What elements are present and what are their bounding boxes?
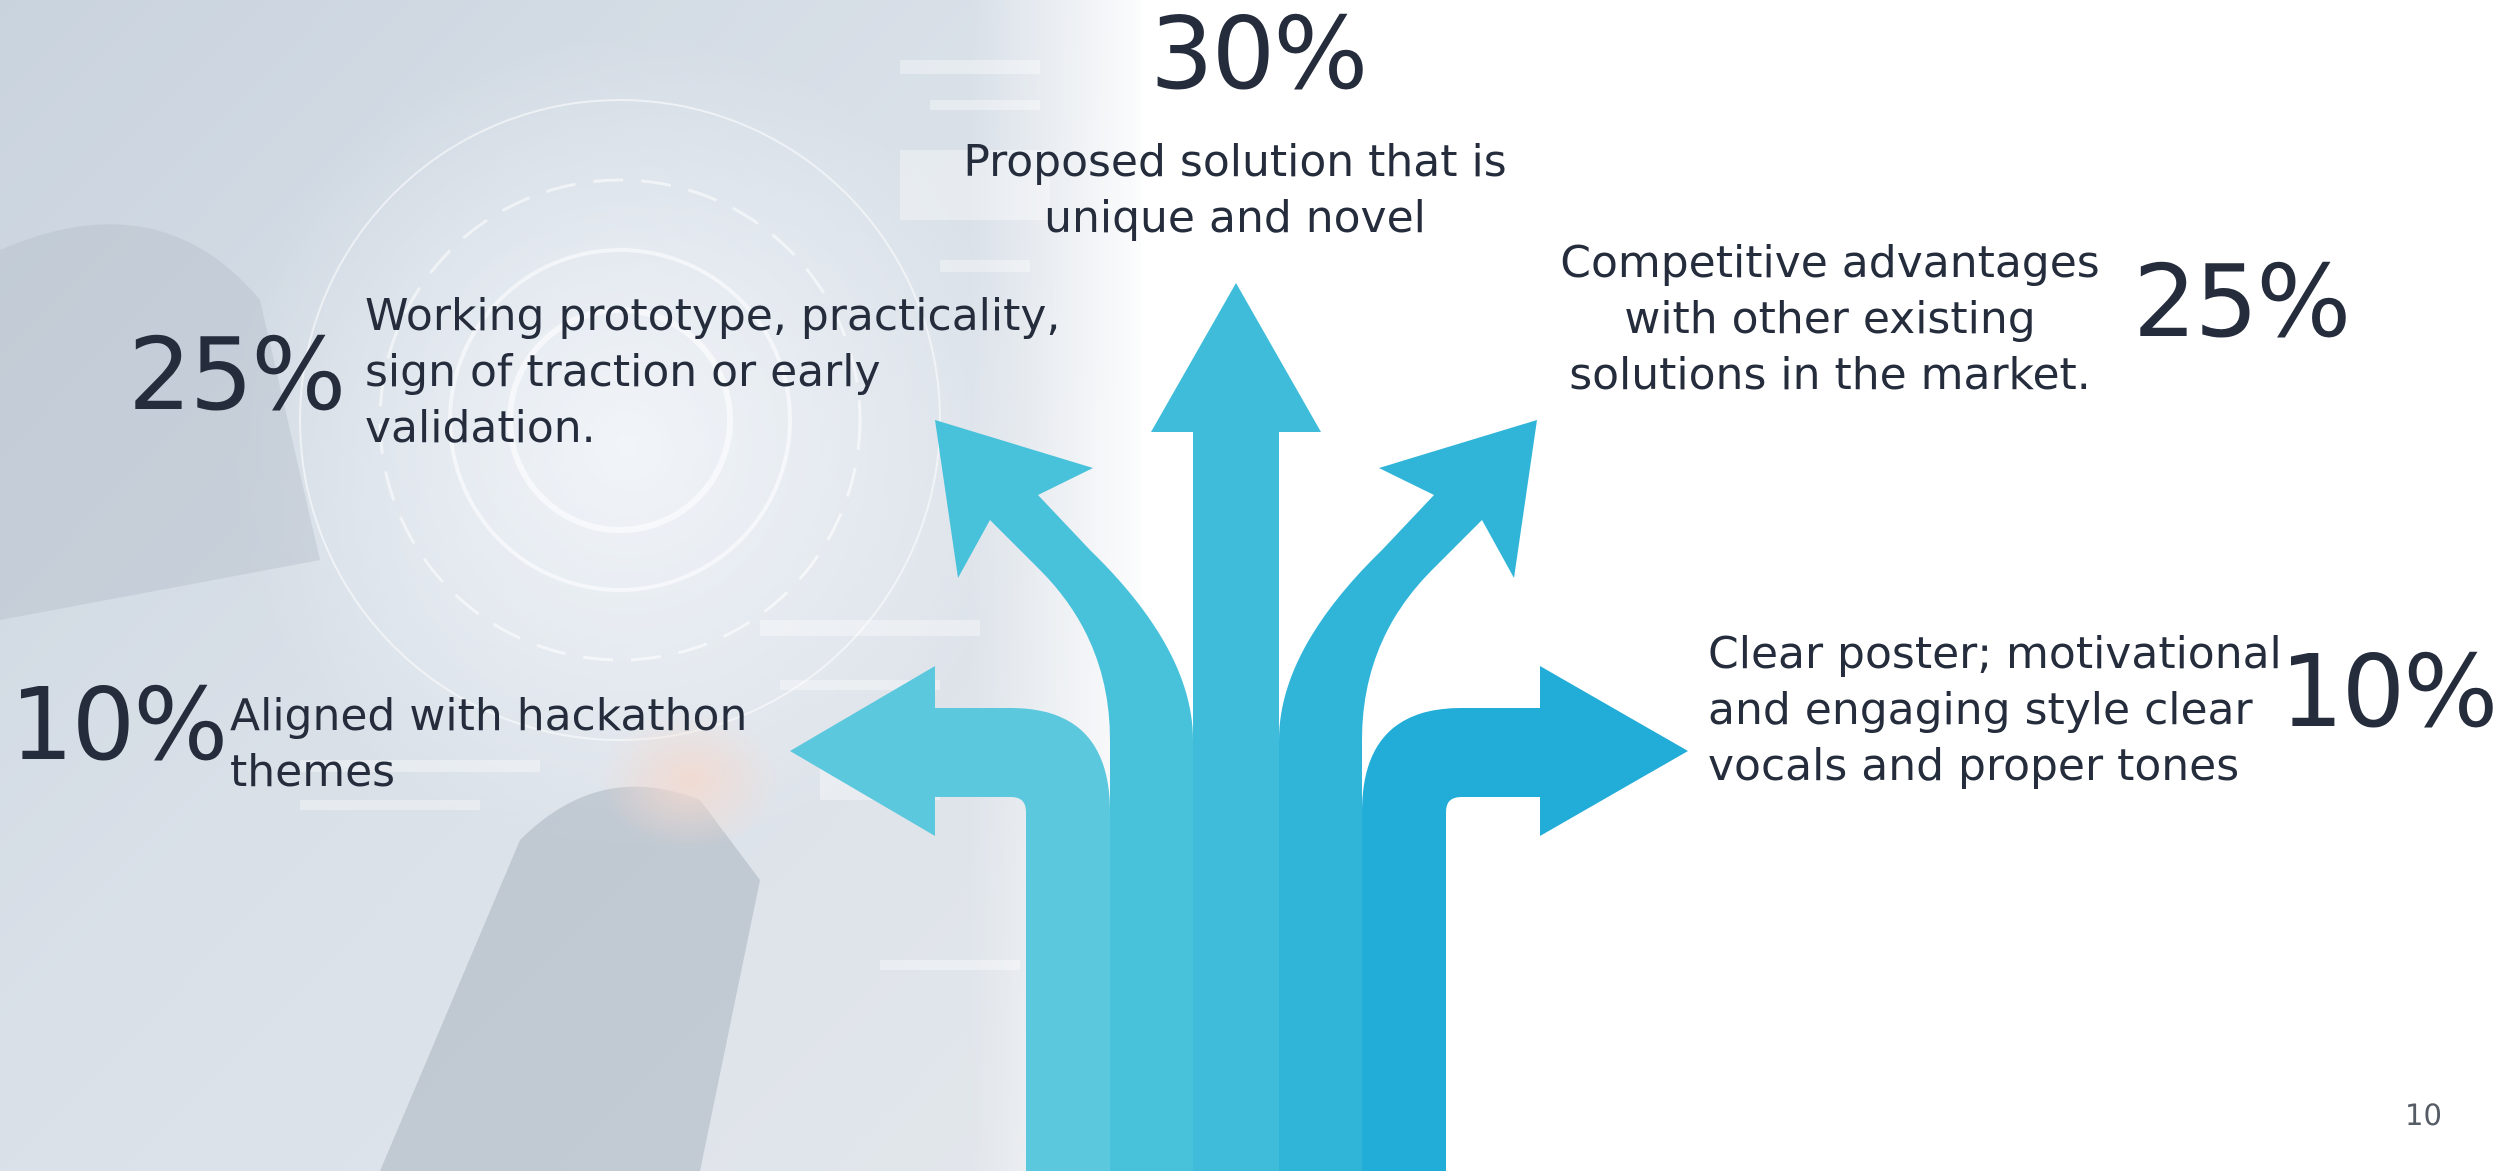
percent-prototype: 25%: [128, 316, 346, 433]
page-number: 10: [2405, 1098, 2442, 1132]
arrow-up-left: [935, 420, 1193, 1171]
percent-themes: 10%: [10, 666, 228, 783]
arrow-up: [1151, 283, 1321, 1171]
arrow-right: [1362, 666, 1688, 1171]
background-photo: [0, 0, 1141, 1171]
criterion-novelty-text: Proposed solution that is unique and nov…: [963, 136, 1507, 243]
criterion-competitive-text: Competitive advantages with other existi…: [1560, 237, 2100, 400]
arrow-up-right: [1279, 420, 1537, 1171]
percent-novelty: 30%: [1150, 0, 1368, 112]
percent-competitive: 25%: [2133, 243, 2351, 360]
criterion-poster-text: Clear poster; motivational and engaging …: [1708, 628, 2282, 791]
percent-poster: 10%: [2280, 633, 2498, 750]
criterion-themes-text: Aligned with hackathon themes: [230, 690, 748, 797]
criterion-prototype-text: Working prototype, practicality, sign of…: [365, 290, 1061, 453]
arrow-left: [790, 666, 1110, 1171]
